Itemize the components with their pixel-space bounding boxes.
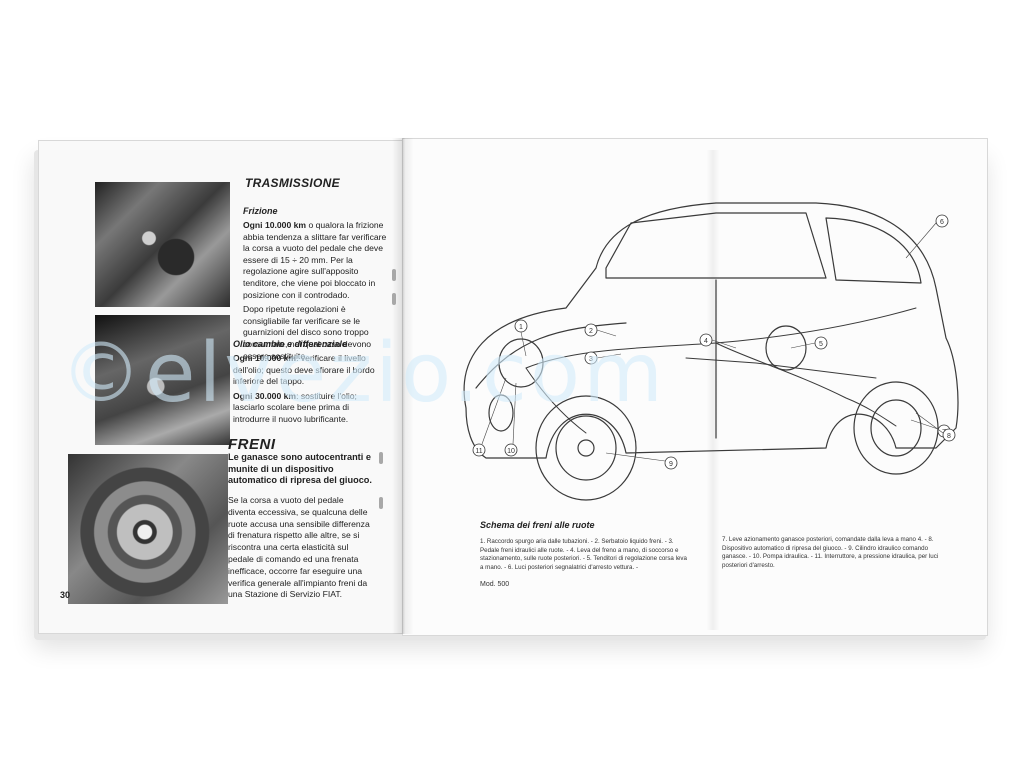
svg-text:1: 1 <box>519 324 523 331</box>
brake-system-diagram: 1 2 3 4 5 6 7 8 9 10 11 <box>463 202 959 501</box>
olio-lead-2: Ogni 30.000 km <box>233 390 297 401</box>
rear-wheel <box>853 381 939 475</box>
olio-section: Olio cambio e differenziale Ogni 10.000 … <box>233 339 378 426</box>
watermark: ©elvezio.com <box>60 326 666 421</box>
rear-window-line <box>825 217 922 284</box>
callout-11: 11 <box>472 443 486 457</box>
frizione-text: Ogni 10.000 km o qualora la frizione abb… <box>243 220 388 301</box>
callout-8: 8 <box>942 428 956 442</box>
svg-text:10: 10 <box>507 448 515 455</box>
diagram-caption-title: Schema dei freni alle ruote <box>480 520 595 530</box>
svg-text:9: 9 <box>669 461 673 468</box>
handbrake-cable <box>685 357 877 379</box>
freni-heading: FRENI <box>228 436 276 453</box>
callout-5: 5 <box>814 336 828 350</box>
diagram-legend-left: 1. Raccordo spurgo aria dalle tubazioni.… <box>480 538 687 571</box>
roof-window-line <box>605 212 827 279</box>
freni-body-text: Se la corsa a vuoto del pedale diventa e… <box>228 495 370 600</box>
callout-9: 9 <box>664 456 678 470</box>
rear-drum <box>765 325 807 371</box>
svg-text:2: 2 <box>589 328 593 335</box>
frizione-heading: Frizione <box>243 206 278 216</box>
binding-staple <box>379 497 383 509</box>
car-body-outline <box>463 202 959 459</box>
trasmissione-heading: TRASMISSIONE <box>245 176 340 190</box>
binding-staple <box>392 269 396 281</box>
callout-4: 4 <box>699 333 713 347</box>
olio-text-1: Ogni 10.000 km: verificare il livello de… <box>233 353 378 388</box>
frizione-lead: Ogni 10.000 km <box>243 220 307 230</box>
svg-text:8: 8 <box>947 433 951 440</box>
frizione-section: Frizione Ogni 10.000 km o qualora la fri… <box>243 206 388 362</box>
right-page <box>402 138 988 636</box>
frizione-body: o qualora la frizione abbia tendenza a s… <box>243 220 387 300</box>
model-label: Mod. 500 <box>480 581 510 588</box>
olio-lead-1: Ogni 10.000 km <box>233 353 297 363</box>
front-wheel <box>535 395 637 501</box>
center-fold <box>392 138 414 634</box>
diagram-legend-right: 7. Leve azionamento ganasce posteriori, … <box>722 536 939 569</box>
front-hood-line <box>475 322 627 389</box>
front-drum <box>498 338 544 388</box>
olio-text-2: Ogni 30.000 km: sostituire l'olio; lasci… <box>233 391 378 426</box>
page-number: 30 <box>60 590 71 600</box>
olio-body-1: : verificare il livello dell'olio; quest… <box>233 353 375 387</box>
svg-text:3: 3 <box>589 356 593 363</box>
olio-heading: Olio cambio e differenziale <box>233 339 347 349</box>
svg-text:11: 11 <box>475 448 482 455</box>
binding-staple <box>392 293 396 305</box>
binding-staple <box>379 452 383 464</box>
headlight <box>488 394 514 432</box>
frizione-note: Dopo ripetute regolazioni è consigliabil… <box>243 304 372 361</box>
svg-text:5: 5 <box>819 341 823 348</box>
right-page-crease <box>706 150 720 630</box>
svg-text:4: 4 <box>704 338 708 345</box>
callout-6: 6 <box>935 214 949 228</box>
olio-body-2: : sostituire l'olio; lasciarlo scolare b… <box>233 390 357 424</box>
callout-10: 10 <box>504 443 518 457</box>
brake-drum-photo <box>68 454 228 604</box>
freni-bold-text: Le ganasce sono autocentranti e munite d… <box>228 452 372 485</box>
svg-text:6: 6 <box>940 219 944 226</box>
clutch-photo <box>95 182 230 307</box>
gearbox-photo <box>95 315 230 445</box>
